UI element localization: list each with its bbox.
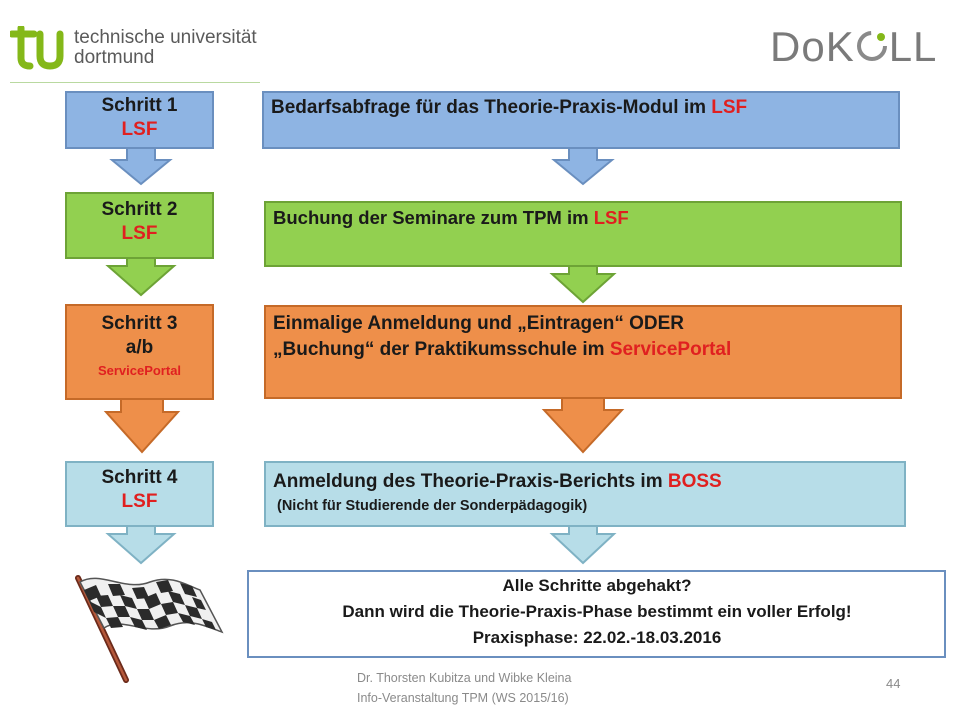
dokoll-logo-text-start: DoK	[770, 23, 855, 70]
desc-3-arrow	[541, 397, 625, 454]
step-2-title: Schritt 2	[101, 199, 178, 220]
desc-4-box	[264, 461, 906, 527]
step-3-system: ServicePortal	[97, 363, 182, 378]
desc-2-main: Buchung der Seminare zum TPM im	[273, 207, 594, 228]
final-message: Alle Schritte abgehakt? Dann wird die Th…	[248, 571, 946, 659]
desc-4-main: Anmeldung des Theorie-Praxis-Berichts im	[273, 471, 668, 492]
step-4-title: Schritt 4	[101, 467, 178, 488]
desc-1-main: Bedarfsabfrage für das Theorie-Praxis-Mo…	[271, 97, 712, 118]
desc-1-system: LSF	[711, 97, 748, 118]
step-1-title: Schritt 1	[101, 95, 178, 116]
desc-2-arrow	[549, 265, 617, 304]
dokoll-logo-text-end: LL	[888, 23, 938, 70]
step-3-title: Schritt 3	[101, 313, 178, 334]
desc-4-system: BOSS	[667, 471, 722, 492]
checkered-flag-icon	[75, 575, 224, 683]
step-3-box	[65, 304, 214, 400]
final-line-2: Dann wird die Theorie-Praxis-Phase besti…	[342, 602, 852, 621]
dokoll-logo-icon	[856, 31, 887, 61]
tu-dortmund-logo: technische universität dortmund	[10, 22, 260, 82]
tu-logo-line2: dortmund	[74, 47, 155, 68]
step-4-arrow	[105, 525, 177, 565]
page-number: 44	[886, 676, 901, 691]
step-1-label: Schritt 1 LSF	[66, 94, 213, 142]
final-line-1: Alle Schritte abgehakt?	[502, 576, 692, 595]
step-3-arrow	[103, 398, 181, 454]
final-line-3: Praxisphase: 22.02.-18.03.2016	[472, 628, 722, 647]
desc-2-system: LSF	[593, 207, 629, 228]
header-rule	[10, 82, 260, 83]
final-box	[247, 570, 946, 658]
desc-4-note: (Nicht für Studierende der Sonderpädagog…	[277, 498, 588, 514]
desc-2-text: Buchung der Seminare zum TPM im LSF	[273, 205, 897, 231]
step-1-system: LSF	[121, 119, 158, 140]
step-2-box	[65, 192, 214, 259]
step-3-title-line2: a/b	[125, 337, 154, 358]
desc-3-line1: Einmalige Anmeldung und „Eintragen“ ODER	[273, 313, 684, 334]
step-3-label: Schritt 3 a/b ServicePortal	[66, 312, 213, 382]
desc-3-system: ServicePortal	[609, 339, 732, 360]
footer: Dr. Thorsten Kubitza und Wibke Kleina In…	[357, 668, 571, 708]
dokoll-logo: DoK LL	[770, 22, 937, 72]
desc-3-box	[264, 305, 902, 399]
desc-1-text: Bedarfsabfrage für das Theorie-Praxis-Mo…	[271, 95, 895, 121]
step-2-system: LSF	[121, 223, 158, 244]
step-2-arrow	[105, 257, 177, 297]
desc-1-arrow	[551, 147, 615, 186]
step-4-label: Schritt 4 LSF	[66, 466, 213, 514]
footer-event: Info-Veranstaltung TPM (WS 2015/16)	[357, 691, 569, 705]
step-1-box	[65, 91, 214, 149]
step-2-label: Schritt 2 LSF	[66, 198, 213, 246]
desc-1-box	[262, 91, 900, 149]
tu-logo-icon	[10, 26, 64, 70]
desc-3-text: Einmalige Anmeldung und „Eintragen“ ODER…	[273, 311, 897, 363]
step-4-system: LSF	[121, 491, 158, 512]
desc-3-line2: „Buchung“ der Praktikumsschule im	[273, 339, 610, 360]
desc-4-arrow	[549, 525, 617, 565]
tu-logo-line1: technische universität	[74, 27, 257, 48]
footer-authors: Dr. Thorsten Kubitza und Wibke Kleina	[357, 671, 572, 685]
step-1-arrow	[109, 147, 173, 186]
desc-4-text: Anmeldung des Theorie-Praxis-Berichts im…	[273, 469, 901, 517]
